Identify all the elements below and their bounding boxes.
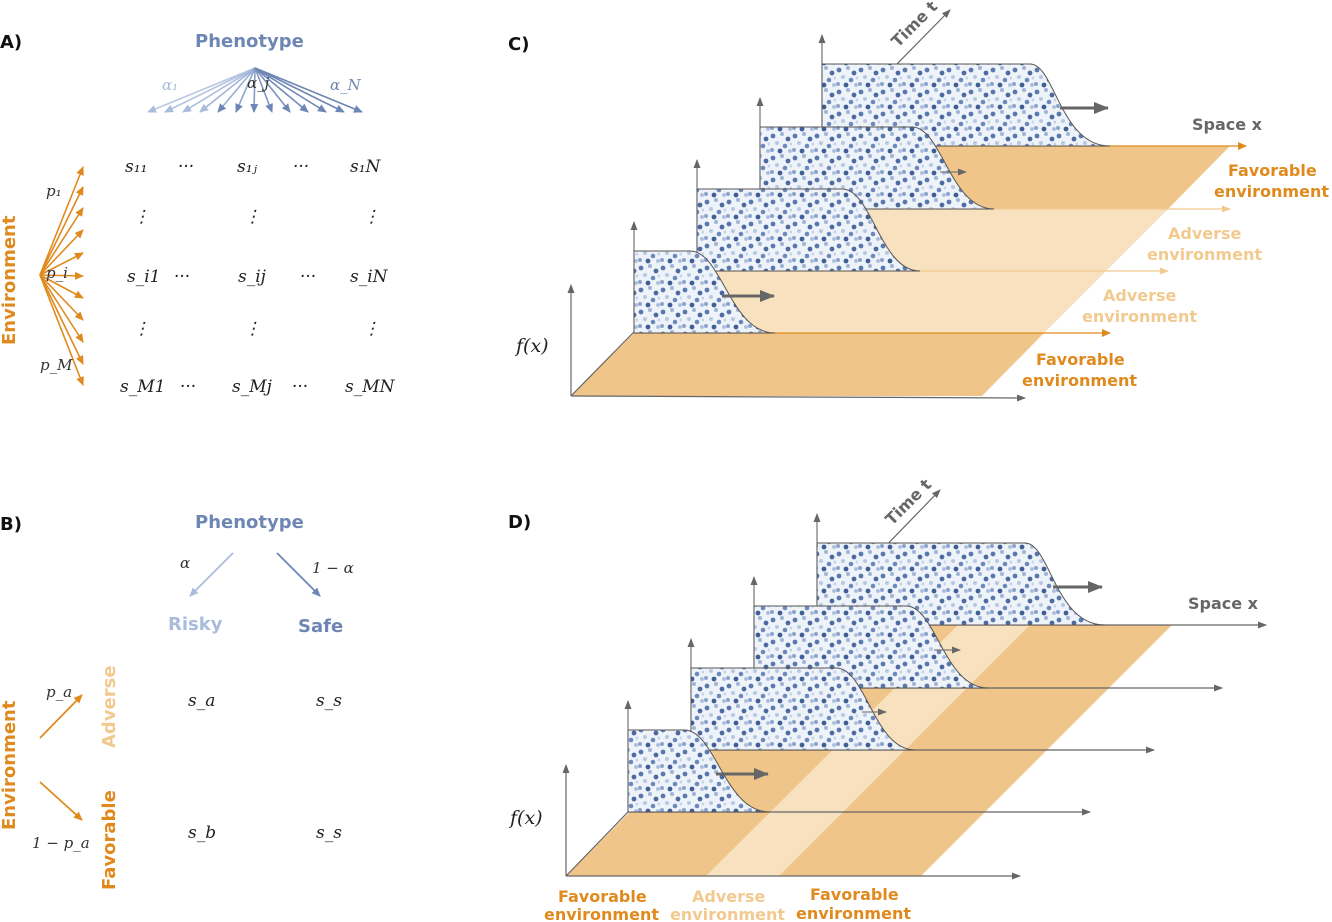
matrix-cell: s_ij — [238, 267, 267, 287]
matrix-cell: ··· — [174, 267, 190, 287]
panel-c-label: C) — [508, 34, 529, 55]
band-favorable-front — [571, 333, 1044, 396]
alpha-j-label: α_j — [247, 74, 270, 92]
panel-c: C) Time t f(x) — [508, 0, 1329, 402]
bottom-label-adverse-l2: environment — [670, 905, 785, 922]
space-axis-label: Space x — [1192, 115, 1263, 134]
sb-cell: s_b — [188, 823, 216, 843]
bottom-label-adverse-l1: Adverse — [692, 887, 766, 906]
matrix-cell: ⋮ — [133, 319, 150, 339]
time-axis-label: Time t — [881, 475, 935, 529]
p-1-label: p₁ — [46, 182, 62, 200]
env-label-favorable-back-l2: environment — [1214, 182, 1329, 201]
matrix-cell: s₁₁ — [125, 157, 147, 177]
safe-label: Safe — [298, 616, 343, 637]
env-label-adverse-2-l1: Adverse — [1168, 224, 1242, 243]
slice-1 — [693, 159, 1169, 275]
bottom-label-favorable-1-l2: environment — [544, 905, 659, 922]
p-m-label: p_M — [40, 356, 73, 374]
fx-label: f(x) — [514, 335, 549, 357]
matrix-cell: ⋮ — [363, 319, 380, 339]
matrix-cell: ··· — [300, 267, 316, 287]
panel-a-phenotype-title: Phenotype — [195, 31, 304, 52]
panel-a-label: A) — [0, 32, 22, 53]
alpha-label: α — [180, 554, 190, 572]
panel-a-environment-title: Environment — [0, 215, 20, 345]
band-adverse-1 — [634, 271, 1106, 333]
env-label-favorable-front-l2: environment — [1022, 371, 1137, 390]
matrix-cell: ··· — [178, 157, 194, 177]
matrix-cell: s_M1 — [120, 377, 165, 397]
slice-0 — [624, 700, 1091, 816]
phenotype-arrows — [147, 67, 363, 113]
matrix-cell: s_MN — [345, 377, 396, 397]
panel-b-phenotype-title: Phenotype — [195, 512, 304, 533]
risky-label: Risky — [168, 614, 223, 635]
bottom-label-favorable-1-l1: Favorable — [558, 887, 647, 906]
slice-3 — [813, 513, 1267, 629]
matrix-cell: ⋮ — [133, 207, 150, 227]
slice-1 — [687, 638, 1155, 754]
ss-cell-top: s_s — [316, 691, 342, 711]
panel-d-label: D) — [508, 512, 531, 533]
p-i-label: p_i — [46, 264, 68, 282]
fx-label: f(x) — [508, 807, 543, 829]
matrix-cell: s_Mj — [232, 377, 273, 397]
bottom-label-favorable-2-l2: environment — [796, 904, 911, 922]
matrix-cell: s_iN — [350, 267, 389, 287]
time-axis-label: Time t — [887, 0, 941, 51]
panel-b-environment-title: Environment — [0, 700, 20, 830]
env-label-favorable-front-l1: Favorable — [1036, 350, 1125, 369]
matrix-cell: ⋮ — [244, 319, 261, 339]
selection-matrix: s₁₁ ··· s₁ⱼ ··· s₁N ⋮ ⋮ ⋮ s_i1 ··· s_ij … — [120, 157, 396, 397]
panel-b-label: B) — [0, 514, 22, 535]
bottom-label-favorable-2-l1: Favorable — [810, 885, 899, 904]
sa-cell: s_a — [188, 691, 215, 711]
alpha-1-label: α₁ — [162, 76, 178, 94]
matrix-cell: ⋮ — [363, 207, 380, 227]
alpha-n-label: α_N — [330, 76, 362, 94]
matrix-cell: ··· — [180, 377, 196, 397]
env-label-adverse-1-l2: environment — [1082, 307, 1197, 326]
matrix-cell: ⋮ — [244, 207, 261, 227]
matrix-cell: s₁N — [350, 157, 382, 177]
panel-d: D) Time t f(x) — [508, 475, 1267, 922]
matrix-cell: s₁ⱼ — [237, 157, 258, 177]
env-label-favorable-back-l1: Favorable — [1228, 161, 1317, 180]
panel-b: B) Phenotype α 1 − α Risky Safe Environm… — [0, 512, 354, 890]
slice-0 — [630, 221, 1111, 337]
pa-label: p_a — [46, 683, 72, 701]
matrix-cell: ··· — [293, 157, 309, 177]
ss-cell-bottom: s_s — [316, 823, 342, 843]
env-label-adverse-1-l1: Adverse — [1103, 286, 1177, 305]
space-axis-label: Space x — [1188, 594, 1259, 613]
space-axis-front — [570, 394, 1026, 402]
favorable-label: Favorable — [99, 790, 120, 890]
matrix-cell: s_i1 — [127, 267, 160, 287]
one-minus-alpha-label: 1 − α — [312, 559, 354, 577]
env-label-adverse-2-l2: environment — [1147, 245, 1262, 264]
panel-a: A) Phenotype α₁ α_j α_N Environment — [0, 31, 396, 397]
environment-arrows — [39, 166, 84, 386]
adverse-label: Adverse — [99, 665, 120, 748]
one-minus-pa-label: 1 − p_a — [32, 834, 90, 852]
matrix-cell: ··· — [292, 377, 308, 397]
